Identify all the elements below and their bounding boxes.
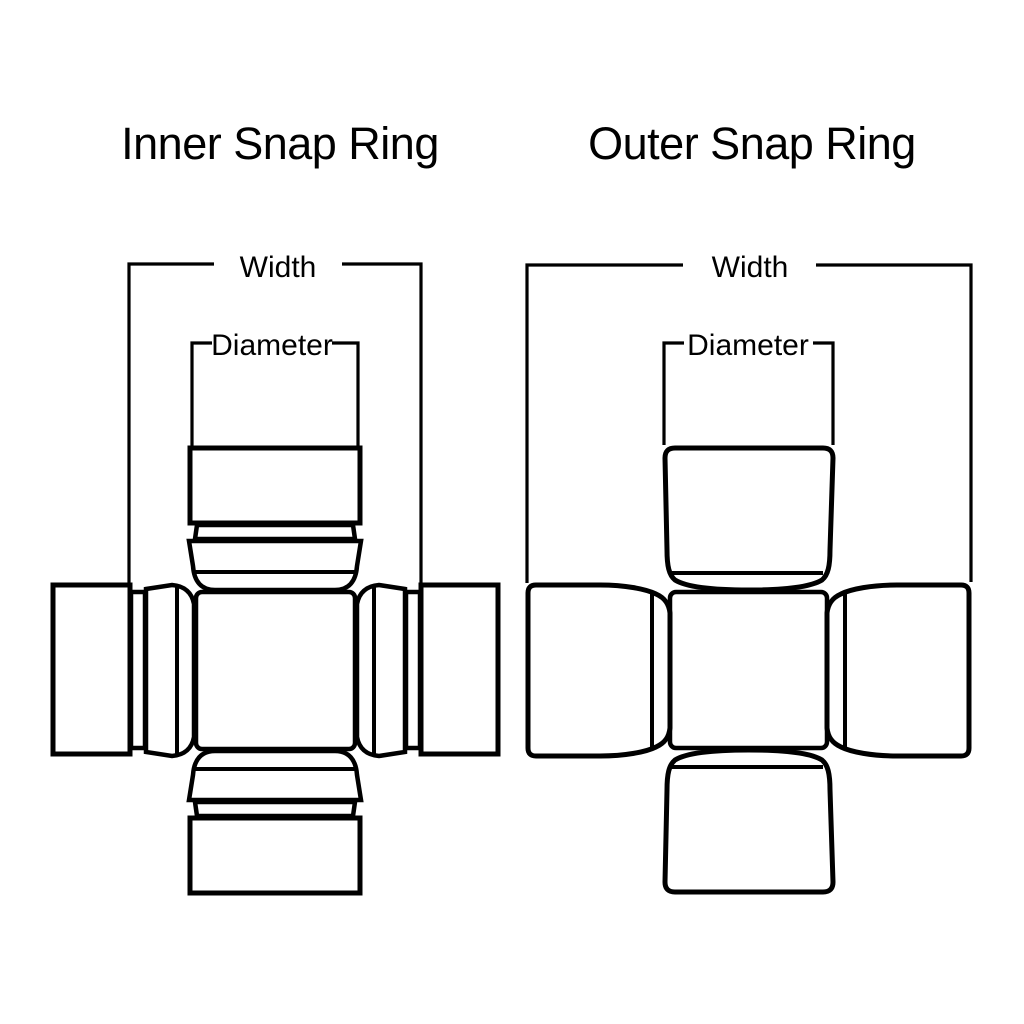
inner-diameter-dimension-lines (190, 341, 360, 446)
outer-width-dimension-lines (525, 263, 973, 583)
outer-figure-title: Outer Snap Ring (588, 118, 916, 169)
outer-joint-drawing (525, 445, 972, 895)
inner-joint-drawing (50, 445, 501, 896)
inner-left-bearing-cap (50, 582, 133, 757)
inner-right-cup-flange (354, 582, 408, 759)
inner-cross-body (193, 589, 358, 752)
inner-right-bearing-cap (418, 582, 501, 757)
inner-left-cup-flange (143, 582, 197, 759)
outer-right-bearing-cap (824, 582, 972, 759)
outer-diameter-dimension-lines (662, 341, 835, 445)
outer-cross-body (667, 589, 830, 751)
inner-width-label: Width (240, 251, 317, 284)
inner-left-snap-ring (128, 589, 148, 751)
outer-snap-ring-figure: Outer Snap Ring Width Diameter (525, 118, 973, 895)
outer-diameter-label: Diameter (687, 329, 809, 362)
inner-right-snap-ring (403, 589, 423, 751)
outer-left-bearing-cap (525, 582, 673, 759)
inner-snap-ring-figure: Inner Snap Ring Width Diameter (50, 118, 501, 896)
inner-bottom-bearing-cap (187, 815, 363, 896)
inner-diameter-label: Diameter (211, 329, 333, 362)
inner-top-bearing-cap (187, 445, 363, 526)
inner-figure-title: Inner Snap Ring (121, 118, 439, 169)
outer-top-bearing-cap (662, 445, 836, 593)
inner-top-cup-flange (186, 538, 364, 593)
inner-bottom-cup-flange (186, 748, 364, 803)
outer-width-label: Width (712, 251, 789, 284)
inner-top-snap-ring (192, 522, 358, 542)
outer-bottom-bearing-cap (662, 747, 836, 895)
inner-width-dimension-lines (127, 262, 423, 584)
inner-bottom-snap-ring (192, 799, 358, 819)
